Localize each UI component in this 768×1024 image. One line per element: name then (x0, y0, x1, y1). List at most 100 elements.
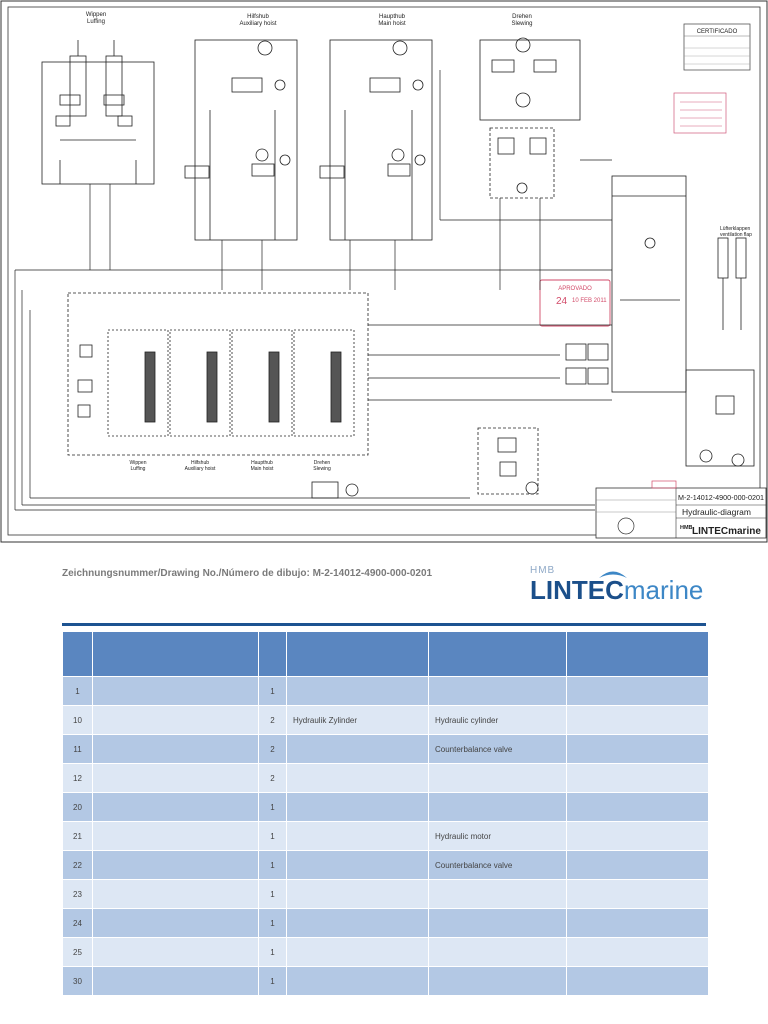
table-cell-qty: 1 (258, 966, 287, 996)
logo-light: marine (623, 575, 704, 605)
title-block (595, 480, 767, 539)
table-cell-de (286, 966, 429, 996)
col-header-es (566, 631, 709, 677)
table-cell-pos: 12 (62, 763, 93, 793)
table-cell-es (566, 792, 709, 822)
col-header-qty (258, 631, 287, 677)
table-cell-en (428, 908, 567, 938)
valve-label-aux-de: Hilfshub (191, 460, 209, 466)
slewing-circuit (479, 37, 581, 199)
table-cell-part (92, 937, 259, 967)
table-cell-es (566, 879, 709, 909)
title-block-brand: LINTECmarine (692, 526, 761, 537)
valve-label-main-de: Haupthub (251, 460, 273, 466)
table-cell-pos: 25 (62, 937, 93, 967)
fan-label-en: ventilation flap (720, 232, 752, 238)
logo-arc-icon (599, 571, 627, 578)
table-header-row (62, 631, 709, 677)
fan-flap (717, 237, 747, 330)
inner-border (7, 6, 761, 536)
table-cell-es (566, 705, 709, 735)
table-cell-en (428, 763, 567, 793)
col-header-en (428, 631, 567, 677)
table-cell-part (92, 676, 259, 706)
drawing-number-line: Zeichnungsnummer/Drawing No./Número de d… (62, 568, 433, 579)
check-valves (565, 343, 609, 385)
table-cell-part (92, 879, 259, 909)
stamp-line1: APROVADO (558, 286, 592, 292)
table-cell-en (428, 966, 567, 996)
col-header-part (92, 631, 259, 677)
table-cell-en (428, 676, 567, 706)
drawing-title: Hydraulic-diagram (682, 507, 751, 517)
fan-label-de: Lüfterklappen (720, 226, 751, 232)
table-cell-es (566, 821, 709, 851)
label-aux-hoist-en: Auxiliary hoist (239, 21, 276, 27)
table-cell-part (92, 763, 259, 793)
table-cell-pos: 1 (62, 676, 93, 706)
valve-label-luffing-de: Wippen (130, 460, 147, 466)
table-cell-es (566, 676, 709, 706)
valve-label-main-en: Main hoist (251, 466, 274, 472)
table-cell-pos: 23 (62, 879, 93, 909)
table-cell-de (286, 734, 429, 764)
label-luffing-en: Luffing (87, 19, 105, 25)
table-cell-part (92, 966, 259, 996)
table-cell-qty: 1 (258, 850, 287, 880)
table-cell-de (286, 676, 429, 706)
tank-unit (611, 175, 687, 393)
table-cell-part (92, 734, 259, 764)
stamp-line3: 10 FEB 2011 (572, 298, 607, 304)
table-cell-es (566, 850, 709, 880)
certificate-box (683, 23, 751, 71)
table-cell-pos: 24 (62, 908, 93, 938)
table-cell-qty: 2 (258, 763, 287, 793)
table-cell-de (286, 879, 429, 909)
table-cell-pos: 21 (62, 821, 93, 851)
table-cell-qty: 1 (258, 937, 287, 967)
table-cell-part (92, 850, 259, 880)
table-cell-en (428, 937, 567, 967)
table-cell-pos: 11 (62, 734, 93, 764)
table-row: 12 2 (62, 763, 709, 793)
outer-border (0, 0, 768, 543)
approval-stamp (539, 279, 611, 327)
logo-prefix: HMB (530, 565, 556, 576)
company-logo: HMB LINTECmarine (530, 565, 710, 615)
logo-bold: LINTEC (530, 575, 624, 605)
valve-label-slewing-de: Drehen (314, 460, 331, 466)
table-cell-en (428, 792, 567, 822)
table-cell-qty: 1 (258, 821, 287, 851)
table-cell-en: Counterbalance valve (428, 850, 567, 880)
schematic-svg: CERTIFICADO APROVADO 24 10 FEB 2011 (0, 0, 768, 543)
table-cell-es (566, 966, 709, 996)
table-cell-qty: 1 (258, 676, 287, 706)
pipe-lines (14, 70, 612, 511)
drawing-number: M-2-14012-4900-000-0201 (678, 493, 764, 502)
table-cell-qty: 2 (258, 705, 287, 735)
table-cell-qty: 1 (258, 908, 287, 938)
motor-group (685, 369, 755, 467)
table-row: 25 1 (62, 937, 709, 967)
table-cell-es (566, 908, 709, 938)
table-cell-qty: 1 (258, 792, 287, 822)
table-cell-part (92, 705, 259, 735)
table-cell-pos: 10 (62, 705, 93, 735)
title-block-brand-prefix: HMB (680, 525, 693, 531)
col-header-de (286, 631, 429, 677)
label-luffing-de: Wippen (86, 12, 106, 18)
valve-manifold (67, 292, 369, 456)
table-cell-de (286, 821, 429, 851)
table-cell-part (92, 908, 259, 938)
logo-wordmark: LINTECmarine (530, 576, 710, 604)
table-cell-en (428, 879, 567, 909)
table-row: 24 1 (62, 908, 709, 938)
